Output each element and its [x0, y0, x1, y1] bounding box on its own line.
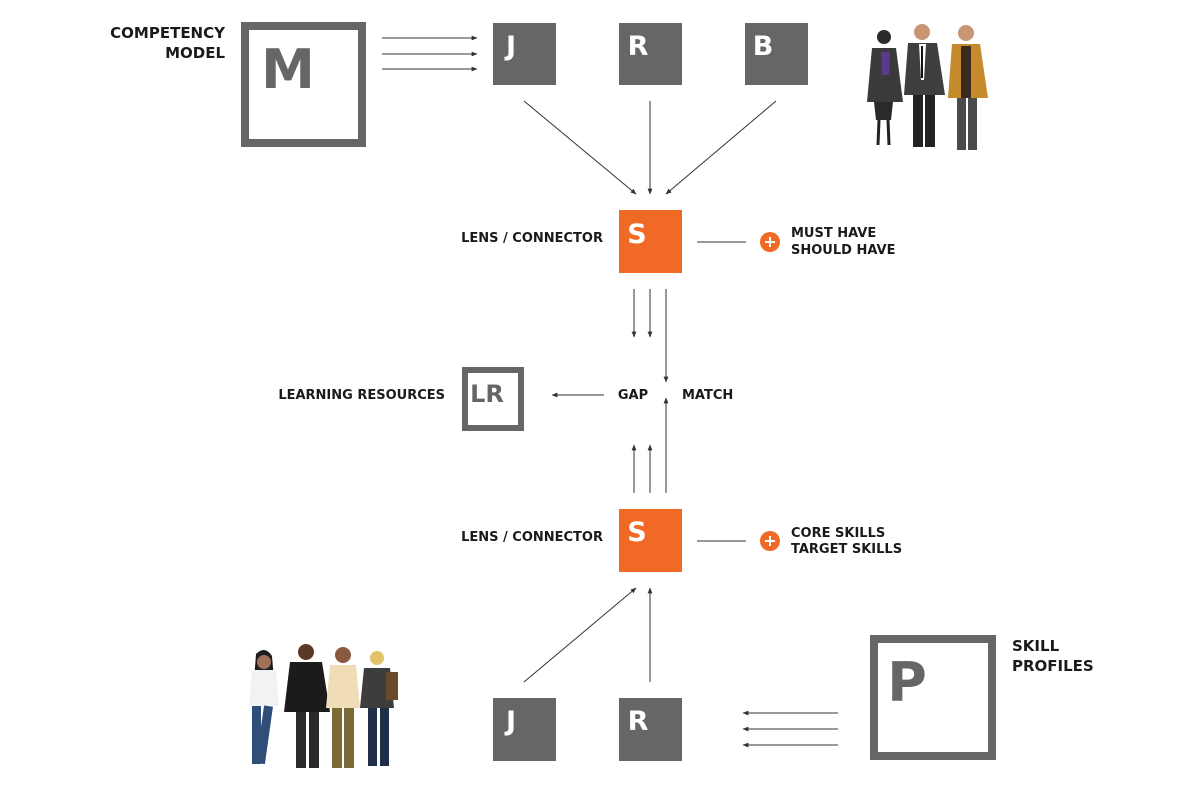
lower-note-line2: TARGET SKILLS — [791, 542, 902, 557]
top-to-upper-s-arrows — [523, 100, 777, 195]
casual-people-illustration — [249, 644, 398, 768]
gap-label: GAP — [618, 388, 648, 403]
bottom-box-j: J — [493, 698, 556, 761]
bottom-to-lower-s-arrows — [523, 587, 653, 683]
competency-model-box: M — [241, 22, 366, 147]
match-label: MATCH — [682, 388, 733, 403]
upper-lens-label: LENS / CONNECTOR — [461, 231, 603, 246]
top-box-b-letter: B — [753, 31, 774, 62]
model-to-j-arrows — [382, 35, 478, 72]
profiles-to-r-arrows — [742, 710, 838, 748]
top-box-j-letter: J — [504, 31, 516, 62]
lower-s-letter: S — [627, 517, 646, 548]
learning-resources-label: LEARNING RESOURCES — [278, 388, 445, 403]
top-box-b: B — [745, 23, 808, 85]
skill-profiles-box: P — [870, 635, 996, 760]
top-box-j: J — [493, 23, 556, 85]
lower-lens-label: LENS / CONNECTOR — [461, 530, 603, 545]
bottom-box-r: R — [619, 698, 682, 761]
bottom-box-r-letter: R — [628, 706, 649, 737]
lower-s-to-gap-match-arrows — [631, 397, 669, 493]
bottom-box-j-letter: J — [504, 706, 516, 737]
learning-resources-letter: LR — [470, 380, 504, 408]
competency-model-label-line2: MODEL — [165, 44, 225, 62]
upper-s-letter: S — [627, 219, 646, 250]
business-people-illustration — [867, 24, 988, 150]
lower-note-line1: CORE SKILLS — [791, 526, 885, 541]
learning-resources-box: LR — [462, 367, 524, 431]
upper-s-box: S — [619, 210, 682, 273]
upper-note-line1: MUST HAVE — [791, 226, 876, 241]
competency-model-letter: M — [261, 38, 315, 101]
top-box-r-letter: R — [628, 31, 649, 62]
top-box-r: R — [619, 23, 682, 85]
lower-s-box: S — [619, 509, 682, 572]
upper-s-to-gap-match-arrows — [631, 289, 669, 383]
skill-profiles-letter: P — [887, 651, 927, 714]
upper-note-line2: SHOULD HAVE — [791, 243, 895, 258]
skill-profiles-label-line1: SKILL — [1012, 637, 1060, 655]
competency-model-label-line1: COMPETENCY — [110, 24, 226, 42]
upper-plus-icon — [760, 232, 780, 252]
lower-plus-icon — [760, 531, 780, 551]
skill-profiles-label-line2: PROFILES — [1012, 657, 1094, 675]
